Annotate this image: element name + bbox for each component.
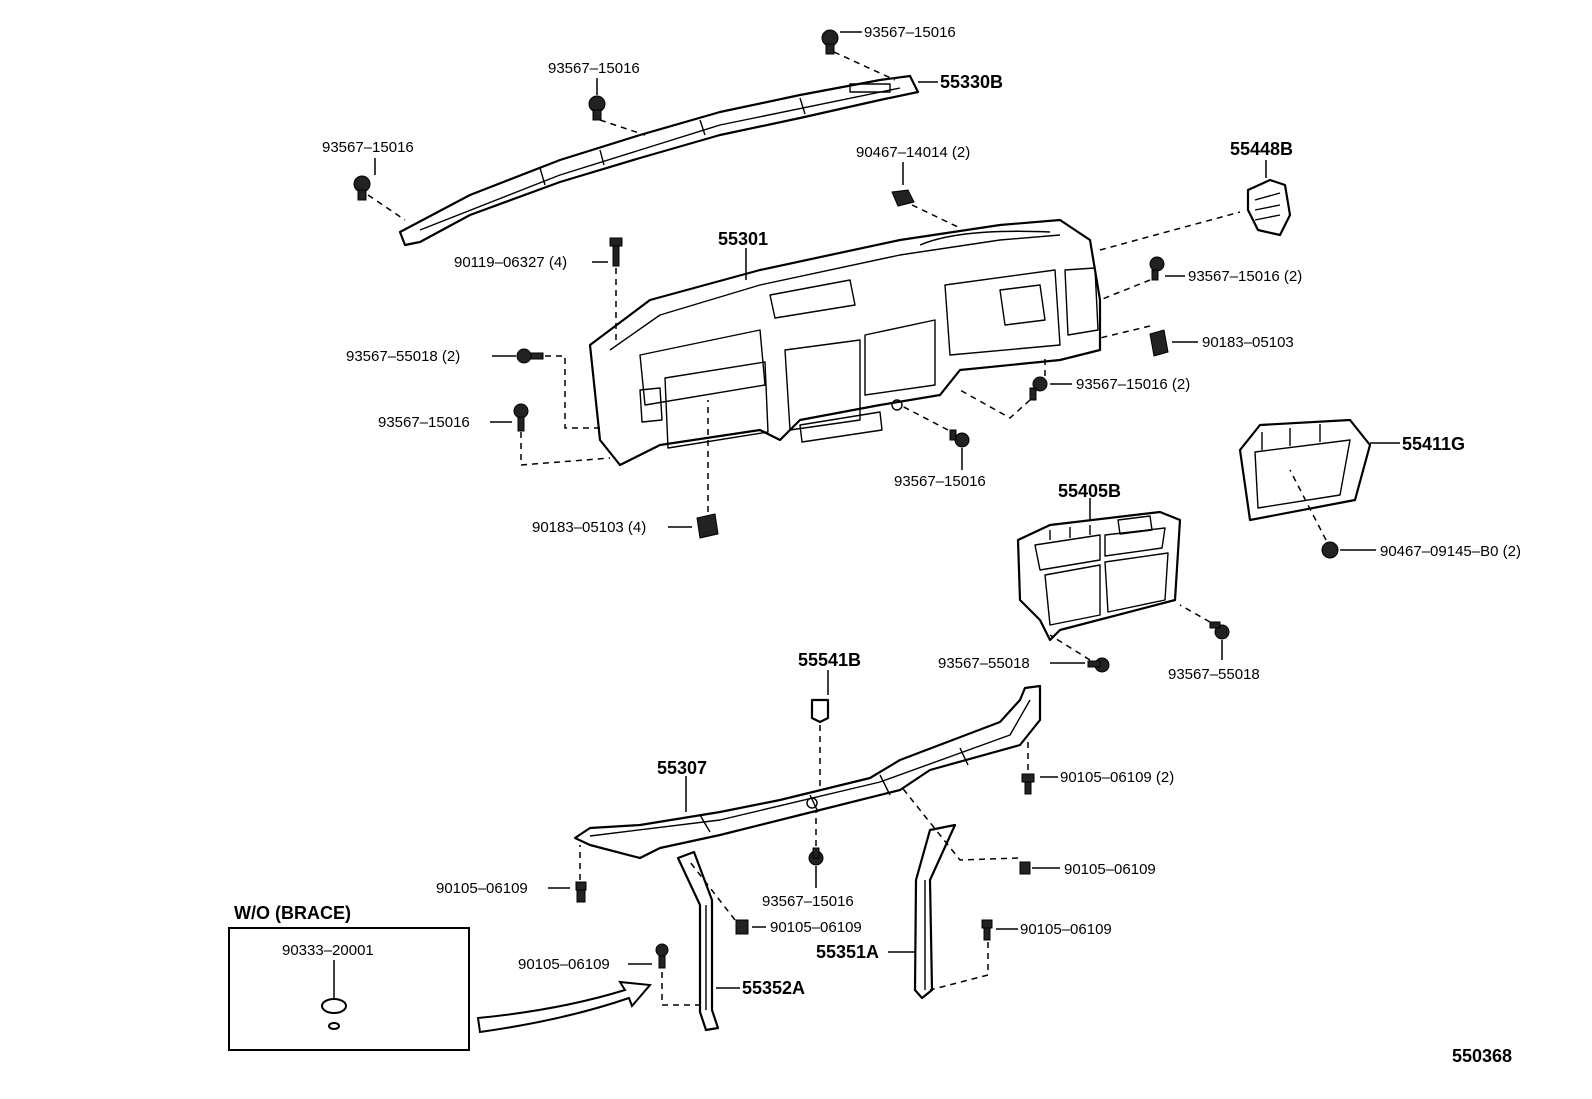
bolt-90105-06109-a (575, 881, 587, 903)
reinforcement-55330B (398, 74, 920, 247)
nut-90183-05103-4 (696, 513, 719, 539)
label-93567-15016-r2: 93567–15016 (2) (1188, 268, 1302, 285)
brace-55351A (913, 823, 957, 1000)
reinforcement-55307 (573, 684, 1042, 860)
label-90119-06327: 90119–06327 (4) (454, 254, 567, 271)
label-55307: 55307 (657, 758, 707, 778)
label-55405B: 55405B (1058, 481, 1121, 501)
bolt-90105-06109-2 (1021, 773, 1035, 795)
cluster-55405B (1016, 510, 1182, 642)
label-93567-55018-2: 93567–55018 (2) (346, 348, 460, 365)
inset-title: W/O (BRACE) (234, 903, 351, 923)
clip-90467-14014 (891, 189, 915, 207)
label-90105-06109-d: 90105–06109 (1020, 921, 1112, 938)
fastener-top (821, 29, 839, 55)
label-93567-55018-a: 93567–55018 (938, 655, 1030, 672)
bolt-90119-06327 (609, 237, 623, 267)
label-93567-15016-c2: 93567–15016 (2) (1076, 376, 1190, 393)
fastener-mid (588, 95, 606, 121)
instrument-panel-55301 (588, 218, 1102, 467)
label-90467-09145: 90467–09145–B0 (2) (1380, 543, 1521, 560)
label-90183-05103: 90183–05103 (1202, 334, 1294, 351)
label-90105-06109-2: 90105–06109 (2) (1060, 769, 1174, 786)
bracket-55541B (810, 698, 830, 724)
bolt-90105-06109-c (735, 919, 749, 935)
label-93567-15016-low: 93567–15016 (762, 893, 854, 910)
label-90467-14014: 90467–14014 (2) (856, 144, 970, 161)
label-93567-55018-b: 93567–55018 (1168, 666, 1260, 683)
label-55448B: 55448B (1230, 139, 1293, 159)
screw-93567-15016-low (808, 847, 824, 866)
label-55352A: 55352A (742, 978, 805, 998)
bolt-90105-06109-b (1019, 861, 1031, 875)
screw-93567-15016-r2 (1149, 256, 1165, 281)
label-93567-15016-mid: 93567–15016 (548, 60, 640, 77)
label-93567-15016-left: 93567–15016 (322, 139, 414, 156)
brace-55352A (676, 850, 720, 1032)
label-55301: 55301 (718, 229, 768, 249)
label-55351A: 55351A (816, 942, 879, 962)
inset-arrow (476, 980, 653, 1034)
screw-93567-15016-l (513, 403, 529, 432)
label-90183-05103-4: 90183–05103 (4) (532, 519, 646, 536)
label-55411G: 55411G (1402, 434, 1465, 454)
label-93567-15016-l: 93567–15016 (378, 414, 470, 431)
screw-93567-15016-c2 (1029, 376, 1048, 401)
part-55448B (1246, 178, 1292, 237)
screw-93567-55018-b (1209, 621, 1230, 640)
label-90333-20001: 90333–20001 (282, 942, 374, 959)
screw-93567-15016-bc (949, 429, 970, 448)
screw-90467-09145 (1321, 541, 1339, 559)
label-90105-06109-a: 90105–06109 (436, 880, 528, 897)
bolt-90105-06109-e (655, 943, 669, 969)
bolt-90105-06109-d (981, 919, 993, 941)
inset-box (228, 927, 470, 1051)
fastener-left (353, 175, 371, 201)
panel-55411G (1238, 418, 1372, 522)
diagram-code: 550368 (1452, 1046, 1512, 1066)
label-55541B: 55541B (798, 650, 861, 670)
label-55330B: 55330B (940, 72, 1003, 92)
label-93567-15016-top: 93567–15016 (864, 24, 956, 41)
screw-93567-55018-a (1087, 657, 1110, 673)
label-90105-06109-e: 90105–06109 (518, 956, 610, 973)
screw-93567-55018-2 (516, 348, 544, 364)
label-90105-06109-c: 90105–06109 (770, 919, 862, 936)
label-93567-15016-bc: 93567–15016 (894, 473, 986, 490)
label-90105-06109-b: 90105–06109 (1064, 861, 1156, 878)
nut-90183-05103 (1149, 329, 1169, 357)
